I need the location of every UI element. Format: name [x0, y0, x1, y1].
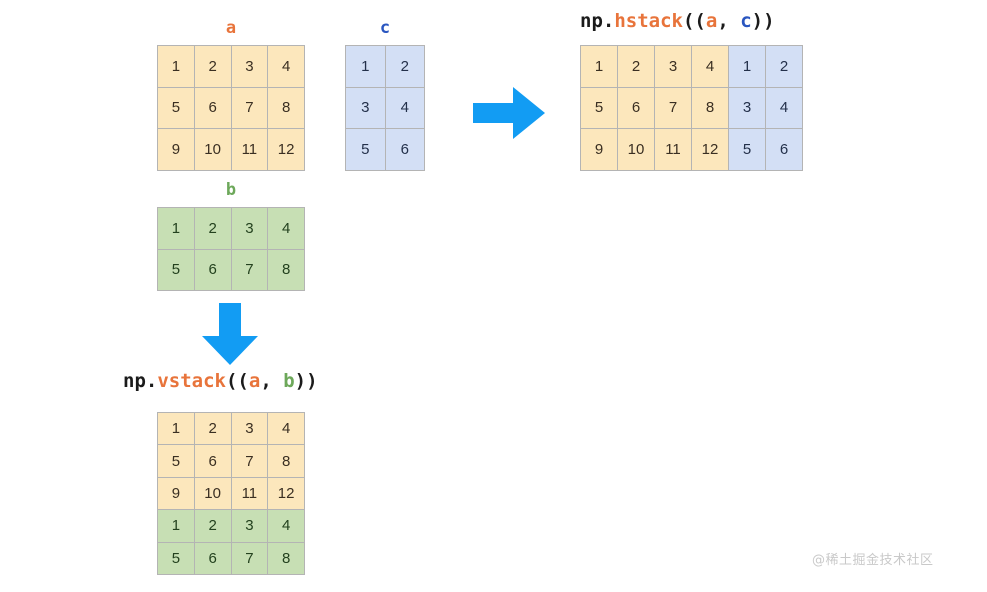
matrix-label-b: b — [225, 180, 237, 200]
caption-vstack-open: (( — [225, 370, 249, 392]
matrix-cell: 5 — [729, 129, 766, 171]
watermark: @稀土掘金技术社区 — [812, 553, 934, 568]
matrix-cell: 1 — [158, 413, 195, 446]
caption-hstack-arg2: c — [740, 10, 752, 32]
matrix-label-a: a — [225, 18, 237, 38]
arrow-down-icon — [201, 303, 259, 365]
matrix-cell: 7 — [231, 445, 269, 478]
caption-hstack: np.hstack((a, c)) — [580, 12, 775, 31]
matrix-cell: 8 — [268, 445, 305, 478]
matrix-cell: 11 — [655, 129, 692, 171]
matrix-cell: 3 — [346, 87, 386, 130]
caption-hstack-close: )) — [751, 10, 775, 32]
matrix-cell: 3 — [231, 46, 269, 88]
caption-hstack-arg1: a — [705, 10, 718, 32]
matrix-cell: 7 — [231, 542, 269, 575]
matrix-cell: 10 — [194, 477, 232, 511]
matrix-cell: 10 — [194, 129, 232, 171]
matrix-cell: 9 — [581, 129, 618, 171]
matrix-cell: 11 — [231, 129, 269, 171]
caption-hstack-open: (( — [682, 10, 706, 32]
matrix-cell: 4 — [268, 413, 305, 446]
matrix-cell: 6 — [194, 87, 232, 130]
caption-vstack-close: )) — [294, 370, 318, 392]
matrix-cell: 2 — [618, 46, 655, 88]
matrix-cell: 12 — [692, 129, 729, 171]
caption-hstack-fn: hstack — [614, 10, 683, 32]
matrix-cell: 1 — [158, 208, 195, 250]
matrix-cell: 8 — [268, 542, 305, 575]
matrix-cell: 1 — [346, 46, 386, 88]
matrix-cell: 4 — [268, 46, 305, 88]
arrow-right-icon — [473, 84, 545, 142]
matrix-cell: 4 — [385, 87, 425, 130]
matrix-cell: 10 — [618, 129, 655, 171]
matrix-cell: 11 — [231, 477, 269, 511]
matrix-cell: 6 — [766, 129, 803, 171]
matrix-cell: 2 — [194, 46, 232, 88]
matrix-cell: 5 — [158, 542, 195, 575]
caption-vstack-arg2: b — [283, 370, 295, 392]
matrix-cell: 8 — [268, 87, 305, 130]
matrix-cell: 4 — [268, 208, 305, 250]
matrix-cell: 12 — [268, 129, 305, 171]
caption-vstack-fn: vstack — [157, 370, 226, 392]
matrix-cell: 6 — [194, 542, 232, 575]
matrix-cell: 1 — [158, 46, 195, 88]
matrix-cell: 5 — [346, 129, 386, 171]
matrix-cell: 3 — [231, 510, 269, 543]
matrix-cell: 9 — [158, 129, 195, 171]
matrix-cell: 2 — [194, 510, 232, 543]
matrix-cell: 2 — [766, 46, 803, 88]
matrix-cell: 9 — [158, 477, 195, 511]
matrix-cell: 7 — [231, 87, 269, 130]
matrix-cell: 4 — [268, 510, 305, 543]
matrix-cell: 1 — [581, 46, 618, 88]
caption-hstack-sep: , — [717, 10, 741, 32]
matrix-label-c: c — [379, 18, 391, 38]
matrix-cell: 6 — [385, 129, 425, 171]
matrix-cell: 3 — [655, 46, 692, 88]
caption-vstack-arg1: a — [248, 370, 261, 392]
caption-vstack-sep: , — [260, 370, 284, 392]
matrix-cell: 5 — [158, 445, 195, 478]
matrix-cell: 1 — [729, 46, 766, 88]
matrix-cell: 7 — [655, 87, 692, 130]
matrix-cell: 6 — [194, 445, 232, 478]
matrix-cell: 5 — [158, 87, 195, 130]
matrix-cell: 8 — [692, 87, 729, 130]
matrix-cell: 5 — [158, 249, 195, 291]
matrix-cell: 1 — [158, 510, 195, 543]
matrix-cell: 2 — [385, 46, 425, 88]
caption-vstack: np.vstack((a, b)) — [123, 372, 318, 391]
matrix-cell: 7 — [231, 249, 269, 291]
matrix-cell: 3 — [231, 413, 269, 446]
matrix-cell: 4 — [766, 87, 803, 130]
matrix-cell: 2 — [194, 413, 232, 446]
matrix-cell: 5 — [581, 87, 618, 130]
matrix-cell: 3 — [729, 87, 766, 130]
caption-hstack-prefix: np. — [580, 10, 615, 32]
matrix-cell: 4 — [692, 46, 729, 88]
matrix-cell: 12 — [268, 477, 305, 511]
matrix-cell: 2 — [194, 208, 232, 250]
matrix-cell: 6 — [194, 249, 232, 291]
caption-vstack-prefix: np. — [123, 370, 158, 392]
matrix-cell: 8 — [268, 249, 305, 291]
matrix-cell: 3 — [231, 208, 269, 250]
matrix-cell: 6 — [618, 87, 655, 130]
